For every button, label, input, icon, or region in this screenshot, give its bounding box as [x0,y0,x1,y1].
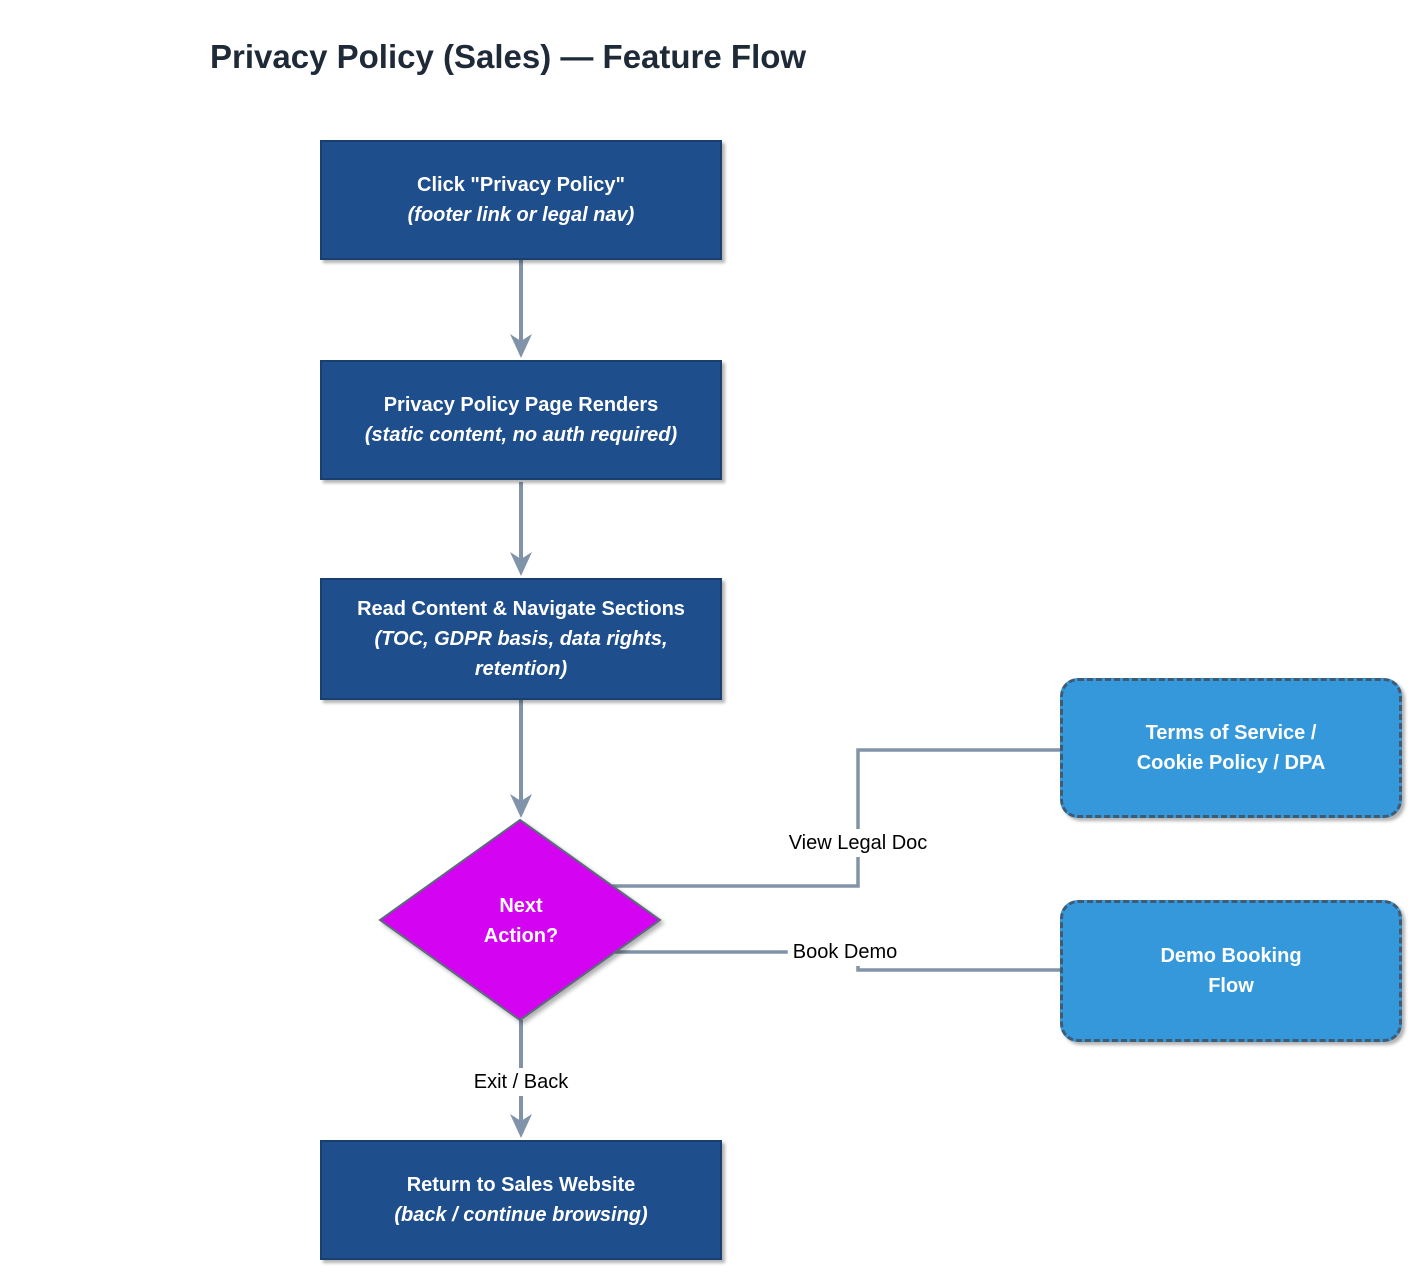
node-privacy-page-renders: Privacy Policy Page Renders (static cont… [320,360,722,480]
edge-decision-to-terms [612,748,1060,888]
arrowhead-icon [510,552,532,576]
node-label: Privacy Policy Page Renders [383,394,659,416]
arrowhead-icon [510,334,532,358]
edge-label-exit-back: Exit / Back [468,1068,574,1096]
node-terms-of-service: Terms of Service / Cookie Policy / DPA [1060,678,1402,818]
node-label: Cookie Policy / DPA [1136,752,1326,774]
node-label: Demo Booking [1160,945,1302,967]
arrowhead-icon [510,794,532,818]
node-read-content: Read Content & Navigate Sections (TOC, G… [320,578,722,700]
node-label: Terms of Service / [1145,722,1317,744]
node-sublabel: (static content, no auth required) [364,424,678,446]
node-label: Action? [483,925,559,947]
node-label: Click "Privacy Policy" [417,174,625,196]
node-sublabel: (back / continue browsing) [394,1204,648,1226]
decision-diamond [378,818,662,1022]
node-label: Read Content & Navigate Sections [357,598,685,620]
diagram-title: Privacy Policy (Sales) — Feature Flow [210,38,807,75]
node-return-to-sales: Return to Sales Website (back / continue… [320,1140,722,1260]
node-label: Next [499,895,543,917]
node-label: Return to Sales Website [406,1174,636,1196]
decision-label: Next Action? [431,891,611,951]
node-sublabel: retention) [474,658,568,680]
edge-label-view-legal-doc: View Legal Doc [783,829,933,857]
node-demo-booking-flow: Demo Booking Flow [1060,900,1402,1042]
node-label: Flow [1208,975,1254,997]
node-sublabel: (TOC, GDPR basis, data rights, [374,628,668,650]
node-click-privacy-policy: Click "Privacy Policy" (footer link or l… [320,140,722,260]
node-sublabel: (footer link or legal nav) [407,204,635,226]
arrowhead-icon [510,1114,532,1138]
edge-label-book-demo: Book Demo [787,938,903,966]
